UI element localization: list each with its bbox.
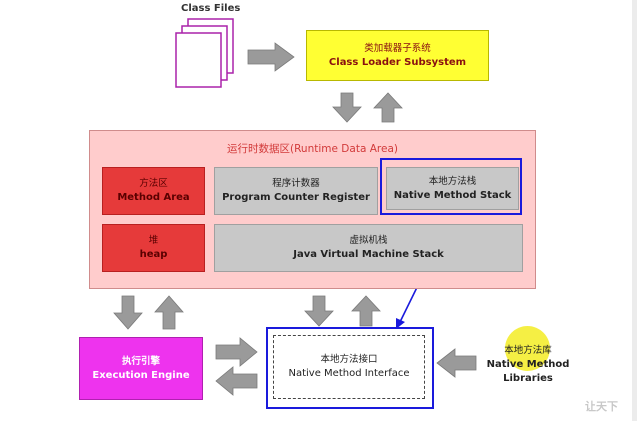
class-files-icon [175, 18, 234, 88]
native-stack-zh: 本地方法栈 [428, 175, 477, 187]
execution-engine-en: Execution Engine [92, 369, 190, 381]
class-loader-zh: 类加载器子系统 [364, 42, 431, 54]
native-stack-highlight [380, 158, 522, 215]
native-link-arrowhead [396, 318, 405, 329]
class-loader-en: Class Loader Subsystem [328, 56, 467, 68]
arrow-engine-to-interface [215, 337, 258, 367]
arrow-runtime-to-interface-down [304, 295, 334, 327]
native-method-libraries[interactable]: 本地方法库 Native Method Libraries [478, 344, 578, 386]
native-interface-zh: 本地方法接口 [320, 354, 378, 365]
method-area-en: Method Area [117, 192, 190, 203]
native-method-interface-box[interactable]: 本地方法接口 Native Method Interface [273, 335, 425, 399]
arrow-loader-down [332, 92, 362, 123]
native-interface-en: Native Method Interface [288, 368, 410, 379]
execution-engine-zh: 执行引擎 [121, 355, 160, 367]
arrow-interface-to-runtime-up [351, 295, 381, 327]
execution-engine-box[interactable]: 执行引擎 Execution Engine [79, 337, 203, 400]
arrow-libraries-to-interface [436, 348, 477, 378]
arrow-files-to-loader [247, 42, 295, 72]
method-area-box[interactable]: 方法区 Method Area [102, 167, 205, 215]
native-libraries-en-line2: Libraries [503, 373, 553, 384]
native-libraries-en-line1: Native Method [486, 359, 570, 370]
cursor-highlight [505, 326, 550, 371]
native-stack-en: Native Method Stack [393, 189, 512, 201]
program-counter-zh: 程序计数器 [272, 178, 320, 189]
program-counter-en: Program Counter Register [222, 192, 370, 203]
native-interface-highlight [266, 327, 434, 409]
scrollbar[interactable] [632, 0, 637, 421]
native-method-stack-box[interactable]: 本地方法栈 Native Method Stack [386, 167, 519, 210]
jvm-stack-box[interactable]: 虚拟机栈 Java Virtual Machine Stack [214, 224, 523, 272]
arrow-engine-to-runtime-up [154, 295, 184, 330]
heap-box[interactable]: 堆 heap [102, 224, 205, 272]
watermark-text: 让天下 [585, 400, 618, 413]
arrow-runtime-up [373, 92, 403, 123]
class-files-label: Class Files [181, 3, 241, 14]
program-counter-box[interactable]: 程序计数器 Program Counter Register [214, 167, 378, 215]
runtime-data-area-title: 运行时数据区(Runtime Data Area) [227, 143, 398, 155]
jvm-stack-en: Java Virtual Machine Stack [293, 249, 444, 260]
jvm-stack-zh: 虚拟机栈 [349, 235, 388, 246]
heap-zh: 堆 [148, 235, 159, 246]
method-area-zh: 方法区 [139, 178, 168, 189]
native-libraries-zh: 本地方法库 [504, 345, 552, 356]
arrow-runtime-to-engine-down [113, 295, 143, 330]
heap-en: heap [139, 249, 168, 260]
arrow-interface-to-engine [215, 366, 258, 396]
class-loader-box[interactable]: 类加载器子系统 Class Loader Subsystem [306, 30, 489, 81]
